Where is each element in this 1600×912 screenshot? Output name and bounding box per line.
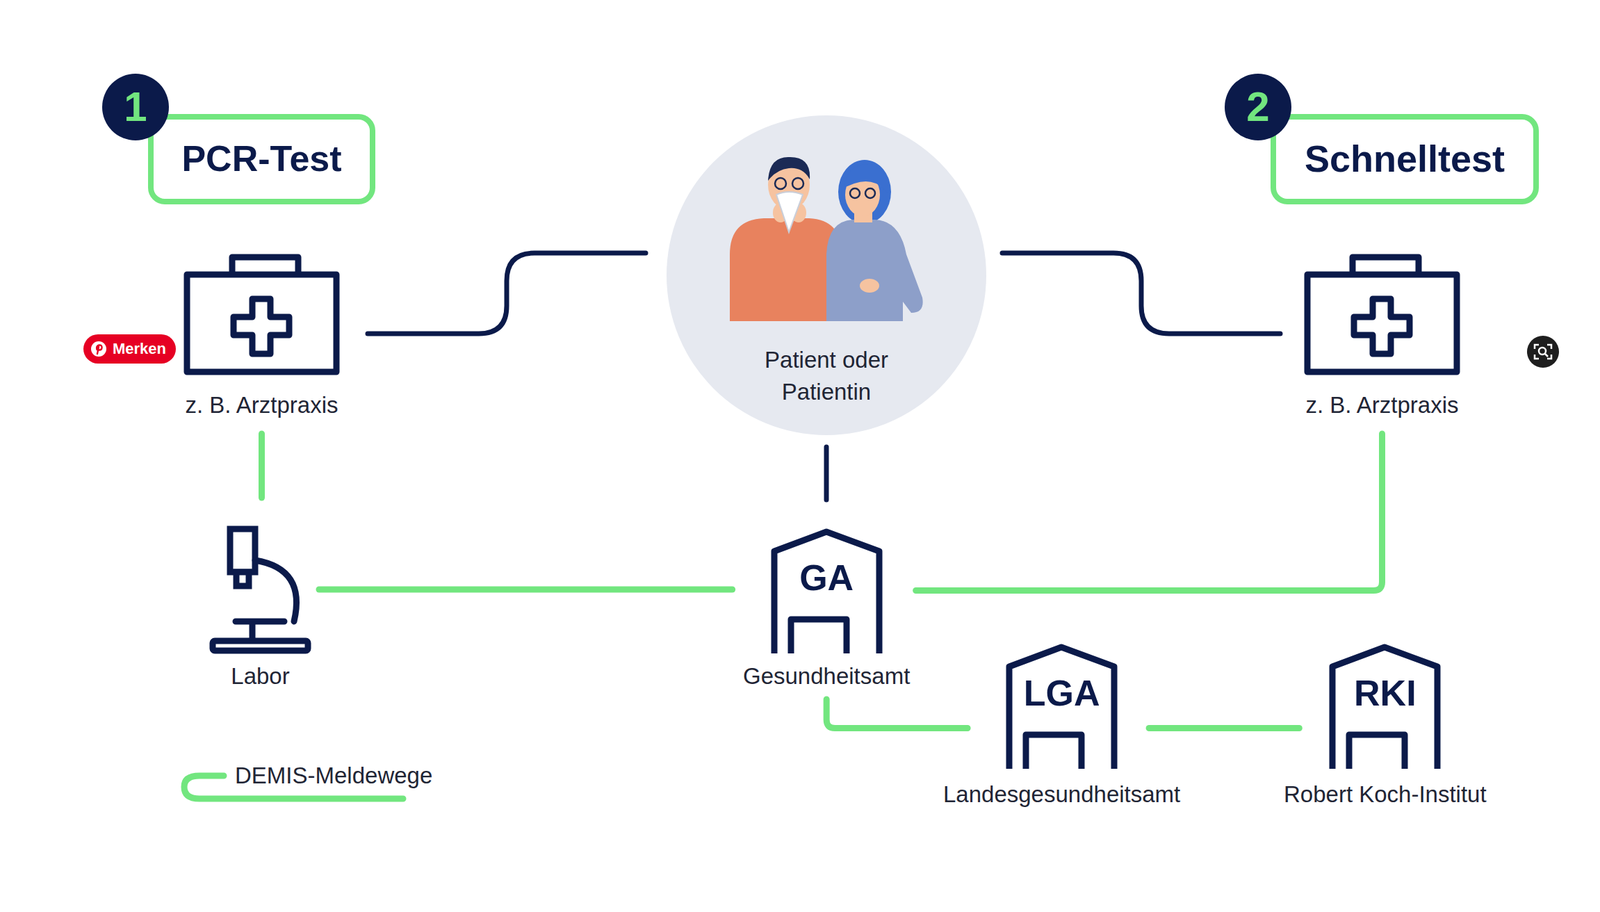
- bldg-symbol: GA: [770, 527, 884, 654]
- callout-number: 2: [1246, 86, 1270, 128]
- report-path: [258, 433, 265, 498]
- pin-logo: [90, 340, 108, 358]
- lab-icon: Labor: [209, 525, 312, 690]
- node-label: Gesundheitsamt: [743, 663, 910, 690]
- patient-label: Patient oder Patientin: [743, 115, 910, 408]
- node-label: Labor: [230, 663, 290, 690]
- report-path: [826, 699, 968, 729]
- box-title: Schnelltest: [1304, 138, 1505, 180]
- practice-icon: z. B. Arztpraxis: [183, 252, 340, 419]
- office-building: LGA Landesgesundheitsamt: [943, 642, 1181, 808]
- save-label: Merken: [112, 341, 167, 357]
- kit-symbol: [183, 252, 340, 376]
- contact-line: [1002, 252, 1281, 334]
- patient-circle: Patient oder Patientin: [666, 115, 987, 436]
- legend-label: DEMIS-Meldewege: [234, 762, 433, 789]
- test-type-box: PCR-Test: [148, 113, 376, 205]
- bldg-symbol: RKI: [1328, 642, 1442, 769]
- callout-badge: 1: [102, 73, 169, 141]
- test-type-box: Schnelltest: [1270, 113, 1539, 205]
- building-abbreviation: RKI: [1328, 642, 1442, 712]
- office-building: RKI Robert Koch-Institut: [1283, 642, 1487, 808]
- report-path: [319, 586, 733, 593]
- bldg-symbol: LGA: [1005, 642, 1119, 769]
- node-label: z. B. Arztpraxis: [1305, 392, 1459, 419]
- box-title: PCR-Test: [181, 139, 342, 179]
- office-building: GA Gesundheitsamt: [743, 527, 910, 690]
- practice-icon: z. B. Arztpraxis: [1303, 252, 1461, 419]
- callout-badge: 2: [1224, 73, 1292, 141]
- kit-outline: [1303, 252, 1461, 376]
- save-button: Merken: [83, 334, 176, 364]
- micro-symbol: [209, 525, 312, 654]
- node-label: Landesgesundheitsamt: [943, 781, 1181, 808]
- kit-symbol: [1303, 252, 1461, 376]
- contact-line: [824, 446, 830, 500]
- contact-line: [367, 252, 646, 334]
- node-label: z. B. Arztpraxis: [184, 392, 338, 419]
- report-path: [1148, 724, 1300, 732]
- callout-number: 1: [123, 86, 147, 128]
- scan-icon: [1527, 335, 1559, 368]
- kit-outline: [183, 252, 340, 376]
- building-abbreviation: LGA: [1005, 642, 1119, 712]
- micro-outline: [209, 525, 312, 654]
- node-label: Robert Koch-Institut: [1283, 781, 1487, 808]
- building-abbreviation: GA: [770, 527, 884, 596]
- report-path: [916, 433, 1383, 591]
